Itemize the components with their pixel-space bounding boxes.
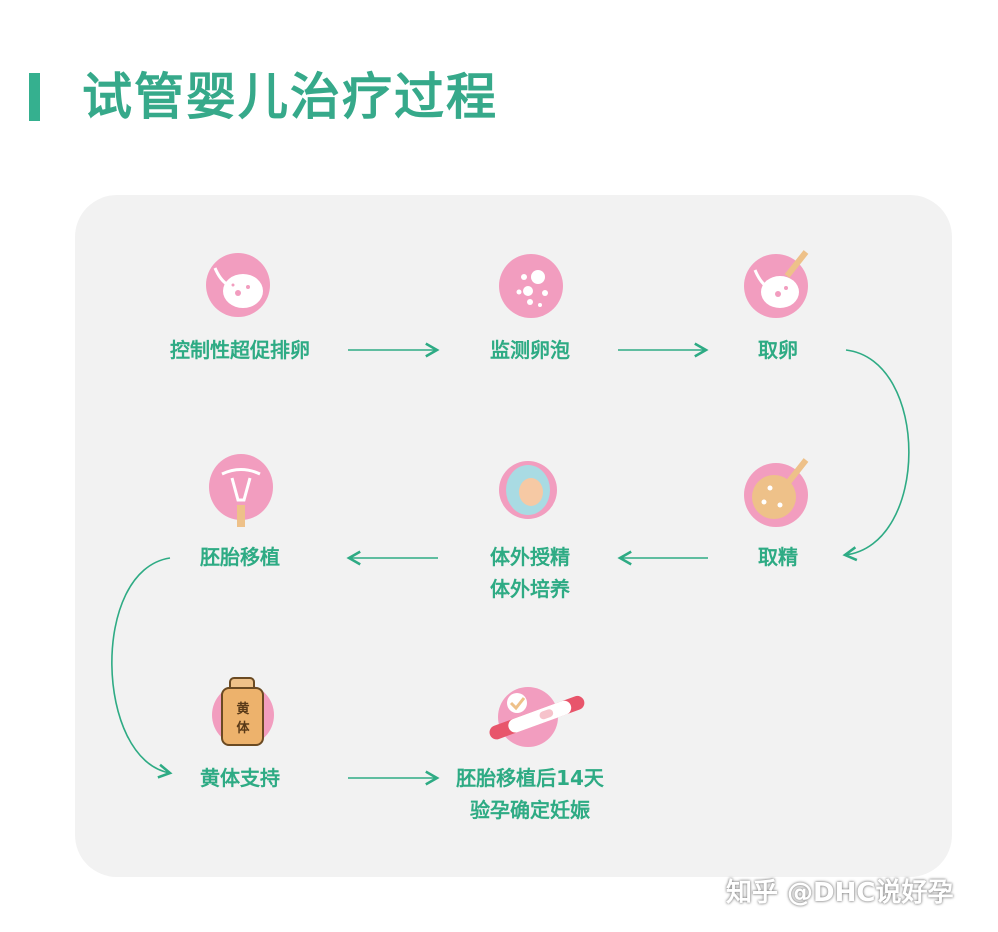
bottle-label-2: 体: [236, 720, 250, 736]
uterus-icon: [209, 454, 273, 527]
embryo-icon: [499, 461, 557, 519]
step-label-egg-retrieval: 取卵: [758, 338, 798, 362]
ivf-line-2: 体外培养: [490, 577, 570, 601]
follicle-icon: [499, 254, 563, 318]
step-label-luteal-support: 黄体支持: [200, 766, 280, 790]
ovary-icon: [206, 253, 270, 317]
step-label-follicle-monitoring: 监测卵泡: [490, 338, 570, 362]
step-label-pregnancy-test: 胚胎移植后14天 验孕确定妊娠: [456, 762, 604, 826]
arrow-6-7: [111, 557, 173, 779]
step-label-sperm-retrieval: 取精: [758, 545, 798, 569]
step-label-ivf: 体外授精 体外培养: [490, 541, 570, 605]
ivf-line-1: 体外授精: [490, 545, 570, 569]
step-label-ovulation-induction: 控制性超促排卵: [170, 338, 310, 362]
bottle-label-1: 黄: [236, 701, 249, 717]
sperm-retrieval-icon: [744, 458, 809, 527]
arrow-3-4: [842, 349, 910, 562]
watermark: 知乎 @DHC说好孕: [726, 878, 954, 908]
medicine-bottle-icon: 黄 体: [212, 677, 274, 746]
page-title: 试管婴儿治疗过程: [82, 68, 498, 126]
pregnancy-test-icon: [489, 687, 585, 747]
pregnancy-line-2: 验孕确定妊娠: [470, 798, 590, 822]
pregnancy-line-1: 胚胎移植后14天: [456, 766, 604, 790]
step-label-embryo-transfer: 胚胎移植: [200, 545, 280, 569]
egg-retrieval-icon: [744, 250, 809, 318]
title-accent-bar: [29, 73, 40, 121]
